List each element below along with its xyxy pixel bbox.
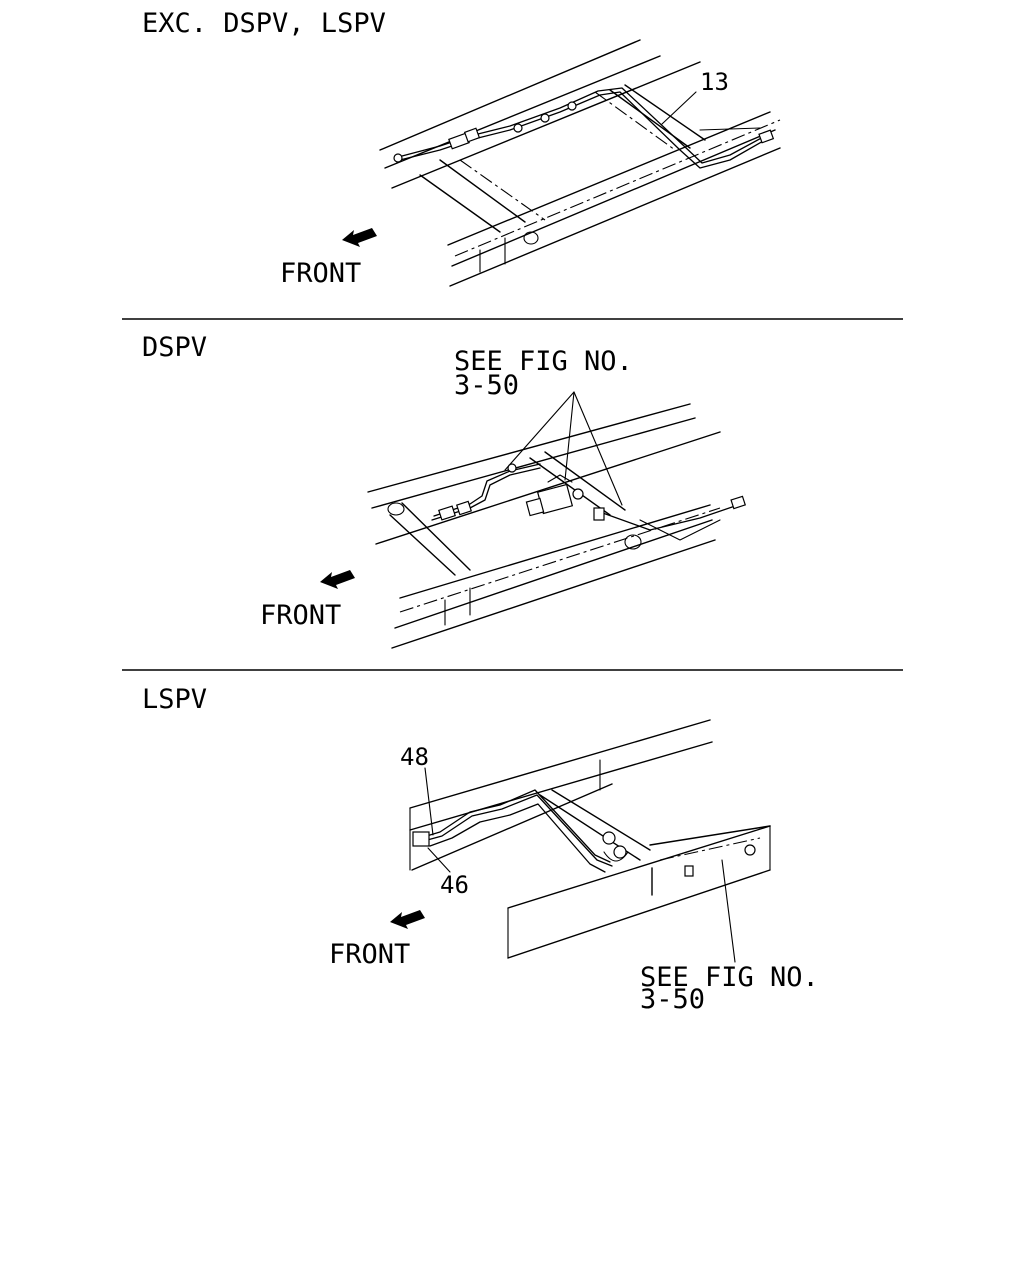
reference-line-2: 3-50 [640, 984, 705, 1015]
front-direction-arrow-icon [320, 570, 355, 589]
section-dspv: DSPV SEE FIG NO. 3-50 [142, 332, 747, 649]
section-title: EXC. DSPV, LSPV [142, 8, 386, 39]
front-direction-arrow-icon [390, 910, 425, 929]
callout-13: 13 [661, 68, 729, 125]
reference-leaders [504, 391, 623, 506]
front-direction-arrow-icon [342, 228, 377, 247]
callout-46: 46 [427, 847, 469, 899]
front-label: FRONT [260, 600, 341, 631]
section-exc-dspv-lspv: EXC. DSPV, LSPV [142, 8, 781, 289]
reference-line-1: SEE FIG NO. [454, 346, 633, 377]
reference-leader [721, 859, 736, 963]
callout-label: 13 [700, 68, 729, 96]
brake-pipe [412, 789, 756, 877]
section-lspv: LSPV [142, 684, 819, 1015]
section-title: LSPV [142, 684, 207, 715]
chassis-frame [409, 719, 771, 959]
callout-label: 46 [440, 871, 469, 899]
brake-pipe [431, 463, 747, 531]
callout-48: 48 [400, 743, 434, 836]
brake-pipe [393, 87, 775, 169]
front-label: FRONT [329, 939, 410, 970]
reference-line-1: SEE FIG NO. [640, 962, 819, 993]
chassis-frame [367, 403, 721, 649]
proportioning-valve [525, 474, 605, 521]
callout-label: 48 [400, 743, 429, 771]
section-title: DSPV [142, 332, 207, 363]
front-label: FRONT [280, 258, 361, 289]
reference-line-2: 3-50 [454, 370, 519, 401]
